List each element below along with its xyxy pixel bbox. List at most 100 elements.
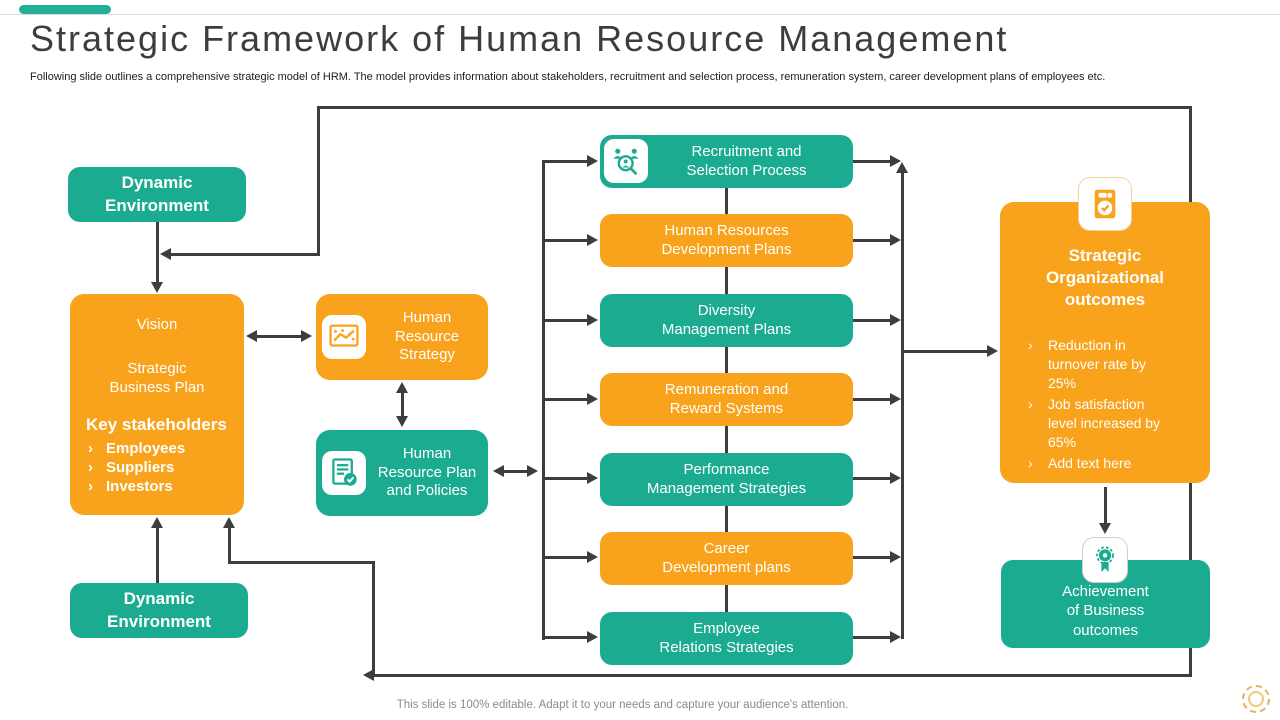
step-employee-relations-box: Employee Relations Strategies — [600, 612, 853, 665]
connector-envtop-to-vision — [156, 222, 159, 284]
branch — [853, 160, 891, 163]
connector-feedback-to-env-arrow — [168, 253, 319, 256]
arrowhead-right — [890, 155, 901, 167]
arrowhead-right — [587, 551, 598, 563]
list-item: ›Investors — [88, 477, 244, 496]
arrowhead-down — [1099, 523, 1111, 534]
arrowhead-right — [890, 314, 901, 326]
connector-bottom-feedback — [373, 674, 1191, 677]
arrowhead-up — [396, 382, 408, 393]
bullet-glyph: › — [88, 477, 93, 495]
stakeholder-label: Employees — [106, 439, 186, 457]
arrowhead-right — [890, 234, 901, 246]
page-title: Strategic Framework of Human Resource Ma… — [30, 18, 1009, 59]
strategic-outcomes-box: Strategic Organizational outcomes ›Reduc… — [1000, 202, 1210, 483]
connector-strategy-plan — [401, 388, 404, 424]
branch — [542, 636, 588, 639]
list-item: › Employees — [88, 439, 244, 458]
arrowhead-left — [363, 669, 374, 681]
arrowhead-left — [493, 465, 504, 477]
outcomes-list: ›Reduction in turnover rate by 25% ›Job … — [1000, 336, 1210, 472]
connector-top-feedback-drop — [317, 106, 320, 256]
step-link — [725, 425, 728, 455]
arrowhead-down — [151, 282, 163, 293]
header-divider — [0, 14, 1280, 15]
branch — [542, 319, 588, 322]
arrowhead-left — [246, 330, 257, 342]
step-link — [725, 505, 728, 534]
hr-strategy-label: Human Resource Strategy — [394, 308, 460, 364]
arrowhead-right — [587, 314, 598, 326]
outcome-label: Job satisfaction level increased by 65% — [1048, 395, 1161, 450]
step-link — [725, 266, 728, 296]
brand-logo-inner — [1248, 691, 1264, 707]
step-label: Recruitment and Selection Process — [686, 142, 807, 179]
hr-strategy-box: Human Resource Strategy — [316, 294, 488, 380]
key-stakeholders-heading: Key stakeholders — [86, 414, 227, 434]
arrowhead-right — [527, 465, 538, 477]
list-item: › Suppliers — [88, 458, 244, 477]
step-label: Human Resources Development Plans — [661, 221, 792, 258]
step-link — [725, 583, 728, 614]
branch — [853, 636, 891, 639]
branch — [853, 239, 891, 242]
outcome-label: Reduction in turnover rate by 25% — [1048, 337, 1147, 392]
brand-logo-icon — [1242, 685, 1270, 713]
branch — [542, 477, 588, 480]
connector-feedback-to-vision — [228, 524, 231, 564]
branch — [853, 398, 891, 401]
arrowhead-right — [890, 472, 901, 484]
arrowhead-right — [987, 345, 998, 357]
clipboard-timer-icon — [1078, 177, 1132, 231]
arrowhead-right — [890, 551, 901, 563]
connector-spine-outcomes — [901, 350, 988, 353]
step-label: Career Development plans — [662, 539, 791, 576]
connector-envbottom-to-vision — [156, 524, 159, 584]
dynamic-environment-bottom-box: Dynamic Environment — [70, 583, 248, 638]
bullet-glyph: › — [88, 458, 93, 476]
connector-top-feedback — [318, 106, 1191, 109]
arrowhead-up — [223, 517, 235, 528]
footer-note: This slide is 100% editable. Adapt it to… — [396, 699, 849, 711]
bullet-glyph: › — [1028, 454, 1033, 471]
award-ribbon-icon — [1082, 537, 1128, 583]
arrowhead-right — [587, 155, 598, 167]
bullet-glyph: › — [88, 439, 93, 457]
step-label: Remuneration and Reward Systems — [664, 380, 789, 417]
branch — [853, 556, 891, 559]
step-recruitment-box: Recruitment and Selection Process — [600, 135, 853, 188]
arrowhead-left — [160, 248, 171, 260]
strategic-outcomes-title: Strategic Organizational outcomes — [1045, 246, 1165, 310]
arrowhead-right — [587, 631, 598, 643]
arrowhead-up — [896, 162, 908, 173]
bullet-glyph: › — [1028, 395, 1033, 412]
recruitment-search-icon — [604, 139, 648, 183]
branch — [542, 239, 588, 242]
document-check-icon — [322, 451, 366, 495]
hr-plan-policies-label: Human Resource Plan and Policies — [377, 444, 477, 500]
chart-icon — [322, 315, 366, 359]
step-label: Employee Relations Strategies — [659, 619, 794, 656]
arrowhead-right — [301, 330, 312, 342]
page-subtitle: Following slide outlines a comprehensive… — [30, 71, 1106, 83]
step-link — [725, 346, 728, 375]
list-item: › Job satisfaction level increased by 65% — [1028, 395, 1210, 452]
arrowhead-down — [396, 416, 408, 427]
step-career-box: Career Development plans — [600, 532, 853, 585]
branch — [853, 477, 891, 480]
dynamic-environment-top-box: Dynamic Environment — [68, 167, 246, 222]
vision-title: Vision — [136, 316, 178, 333]
stakeholder-label: Suppliers — [106, 458, 175, 476]
connector-bottom-feedback-rise — [372, 561, 375, 677]
branch — [853, 319, 891, 322]
connector-plan-spine — [500, 470, 530, 473]
list-item: ›Reduction in turnover rate by 25% — [1028, 336, 1210, 393]
step-hrd-plans-box: Human Resources Development Plans — [600, 214, 853, 267]
arrowhead-up — [151, 517, 163, 528]
stakeholder-list: › Employees › Suppliers ›Investors — [70, 439, 244, 496]
list-item: ›Add text here — [1028, 454, 1210, 473]
connector-vision-strategy — [252, 335, 308, 338]
arrowhead-right — [890, 631, 901, 643]
arrowhead-right — [587, 393, 598, 405]
